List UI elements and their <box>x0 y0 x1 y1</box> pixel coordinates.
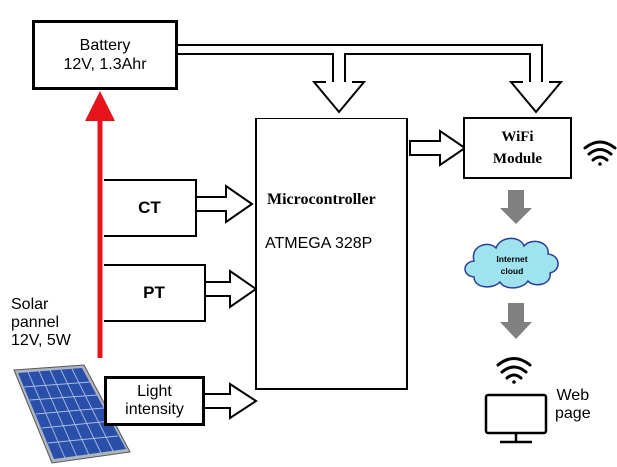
web-label-line1: Web <box>556 387 590 404</box>
battery-spec: 12V, 1.3Ahr <box>63 56 147 73</box>
wifi-module-block: WiFi Module <box>463 117 572 179</box>
microcontroller-model: ATMEGA 328P <box>265 235 373 252</box>
ct-to-mcu-arrow <box>195 184 254 224</box>
potential-transformer-block: PT <box>104 264 206 322</box>
light-label-line1: Light <box>137 382 172 400</box>
power-bus <box>178 44 564 114</box>
cloud-label-line2: cloud <box>501 266 524 276</box>
wifi-signal-icon <box>583 140 617 166</box>
mcu-to-wifi-arrow <box>409 129 467 167</box>
internet-cloud: Internet cloud <box>464 237 559 289</box>
battery-label: Battery <box>79 36 131 54</box>
cloud-to-web-arrow <box>500 303 532 339</box>
pt-to-mcu-arrow <box>204 269 258 309</box>
monitor-icon <box>484 393 548 444</box>
cloud-label-line1: Internet <box>496 254 527 264</box>
web-label-line2: page <box>555 404 591 422</box>
solar-label-line1: Solar <box>11 296 49 313</box>
bus-arrow-to-wifi <box>508 81 564 114</box>
web-page-label: Web page <box>555 387 591 423</box>
light-label-line2: intensity <box>125 401 184 418</box>
ct-label: CT <box>138 198 161 217</box>
pt-label: PT <box>143 283 165 302</box>
battery-block: Battery 12V, 1.3Ahr <box>32 20 178 90</box>
solar-panel-image <box>13 364 131 464</box>
current-transformer-block: CT <box>104 179 197 237</box>
light-to-mcu-arrow <box>203 382 258 420</box>
microcontroller-block: Microcontroller ATMEGA 328P <box>255 118 408 390</box>
light-intensity-block: Light intensity <box>104 376 205 426</box>
wifi-label-line2: Module <box>492 151 543 167</box>
wifi-to-cloud-arrow <box>500 190 532 224</box>
wifi-signal-icon <box>496 357 532 384</box>
bus-arrow-to-mcu <box>311 81 367 114</box>
solar-panel-label: Solar pannel 12V, 5W <box>11 296 71 350</box>
solar-label-line2: pannel <box>11 313 60 331</box>
solar-label-line3: 12V, 5W <box>11 331 71 349</box>
wifi-label-line1: WiFi <box>501 128 534 145</box>
microcontroller-title: Microcontroller <box>267 191 376 208</box>
